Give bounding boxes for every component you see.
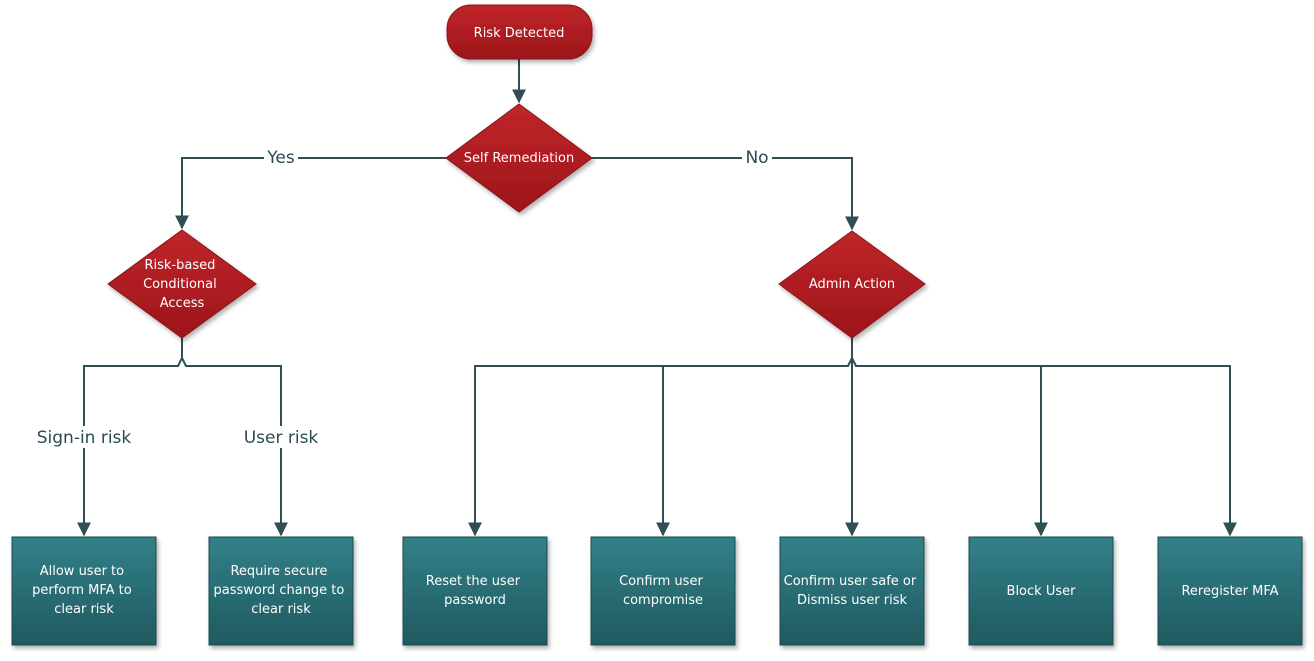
svg-text:Allow user to perform MF: Allow user to perform MFA to clear risk <box>32 564 136 617</box>
svg-text:Confirm user safe or Dis: Confirm user safe or Dismiss user risk <box>784 574 921 608</box>
outcome-confirm-compromise: Confirm user compromise <box>590 536 736 646</box>
outcome-confirm-safe: Confirm user safe or Dismiss user risk <box>779 536 925 646</box>
svg-text:Confirm user compromise: Confirm user compromise <box>619 574 707 608</box>
edge-admin-reset-password <box>468 357 853 537</box>
start-node-risk-detected: Risk Detected <box>446 4 593 60</box>
label-yes: Yes <box>266 148 295 168</box>
edge-no <box>592 157 859 231</box>
decision-self-remediation: Self Remediation <box>445 103 593 213</box>
outcome-require-password-change: Require secure password change to clear … <box>208 536 354 646</box>
decision-admin-action: Admin Action <box>778 230 926 339</box>
label-user-risk: User risk <box>244 428 319 448</box>
start-node-label: Risk Detected <box>474 26 565 41</box>
outcome-block-user: Block User <box>968 536 1114 646</box>
edge-yes <box>175 157 446 230</box>
label-no: No <box>745 148 768 168</box>
outcome-reregister-mfa: Reregister MFA <box>1157 536 1303 646</box>
svg-text:Require secure password: Require secure password change to clear … <box>213 564 348 617</box>
connectors <box>77 59 1237 537</box>
svg-text:Reregister MFA: Reregister MFA <box>1181 584 1278 599</box>
edge-labels: Yes No Sign-in risk User risk <box>34 146 772 448</box>
svg-text:Block User: Block User <box>1007 584 1077 599</box>
outcome-allow-mfa: Allow user to perform MFA to clear risk <box>11 536 157 646</box>
svg-text:Reset the user password: Reset the user password <box>426 574 524 608</box>
label-signin-risk: Sign-in risk <box>37 428 132 448</box>
edge-admin-reregister-mfa <box>851 357 1237 537</box>
outcome-reset-password: Reset the user password <box>402 536 548 646</box>
decision-admin-action-label: Admin Action <box>809 277 895 292</box>
decision-risk-based-label: Risk-based Conditional Access <box>143 258 221 311</box>
edge-user-risk <box>181 357 288 537</box>
decision-risk-based-conditional-access: Risk-based Conditional Access <box>107 229 257 339</box>
edge-signin-risk <box>77 338 183 537</box>
decision-self-remediation-label: Self Remediation <box>464 151 574 166</box>
